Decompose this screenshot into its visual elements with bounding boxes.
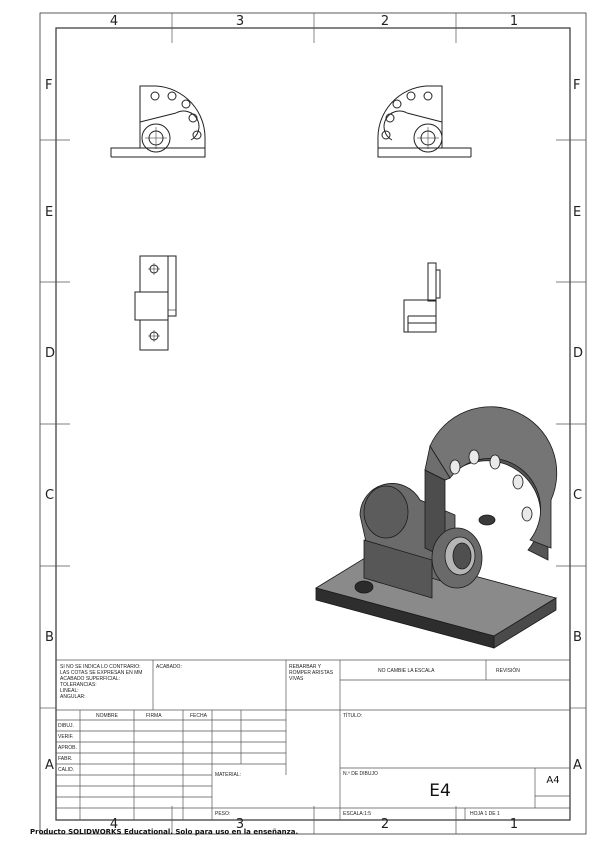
zone-dividers <box>40 13 586 834</box>
zone-left-c: C <box>45 488 55 503</box>
title-block-grid <box>56 659 570 820</box>
column-date: FECHA <box>190 713 207 719</box>
title-label: TÍTULO: <box>343 713 363 719</box>
column-name: NOMBRE <box>96 713 118 719</box>
zone-left-f: F <box>45 78 53 93</box>
zone-bottom-2: 2 <box>380 817 390 832</box>
zone-bottom-1: 1 <box>509 817 519 832</box>
drawing-number: E4 <box>429 781 451 801</box>
no-scale-note: NO CAMBIE LA ESCALA <box>378 668 435 674</box>
row-checked: VERIF. <box>58 734 74 740</box>
zone-top-3: 3 <box>235 14 245 29</box>
zone-left-b: B <box>45 630 54 645</box>
row-drawn: DIBUJ. <box>58 723 74 729</box>
zone-left-a: A <box>45 758 54 773</box>
zone-top-4: 4 <box>109 14 119 29</box>
scale-label: ESCALA:1:5 <box>343 811 372 817</box>
sheet-size: A4 <box>546 775 560 786</box>
isometric-view <box>314 406 558 649</box>
row-quality: CALID. <box>58 767 75 773</box>
zone-right-f: F <box>573 78 581 93</box>
row-approved: APROB. <box>58 745 77 751</box>
educational-watermark: Producto SOLIDWORKS Educational. Solo pa… <box>30 828 299 836</box>
zone-right-c: C <box>573 488 583 503</box>
zone-top-2: 2 <box>380 14 390 29</box>
front-view <box>110 85 206 158</box>
zone-right-e: E <box>573 205 582 220</box>
weight-label: PESO: <box>215 811 231 817</box>
row-manufactured: FABR. <box>58 756 73 762</box>
zone-left-d: D <box>45 346 56 361</box>
revision-label: REVISIÓN <box>496 668 520 674</box>
column-signature: FIRMA <box>146 713 162 719</box>
zone-right-d: D <box>573 346 584 361</box>
rear-view <box>377 85 472 158</box>
tolerance-note: SI NO SE INDICA LO CONTRARIO: LAS COTAS … <box>60 664 143 700</box>
zone-left-e: E <box>45 205 54 220</box>
zone-bottom-3: 3 <box>235 817 245 832</box>
zone-right-a: A <box>573 758 582 773</box>
drawing-number-label: N.º DE DIBUJO <box>343 771 378 777</box>
zone-right-b: B <box>573 630 582 645</box>
material-label: MATERIAL: <box>215 772 242 778</box>
zone-bottom-4: 4 <box>109 817 119 832</box>
side-view <box>134 255 177 351</box>
finish-label: ACABADO: <box>156 664 182 670</box>
zone-top-1: 1 <box>509 14 519 29</box>
sheet-number-label: HOJA 1 DE 1 <box>470 811 500 817</box>
top-view <box>403 262 441 333</box>
deburr-note: REBARBAR Y ROMPER ARISTAS VIVAS <box>289 664 334 682</box>
